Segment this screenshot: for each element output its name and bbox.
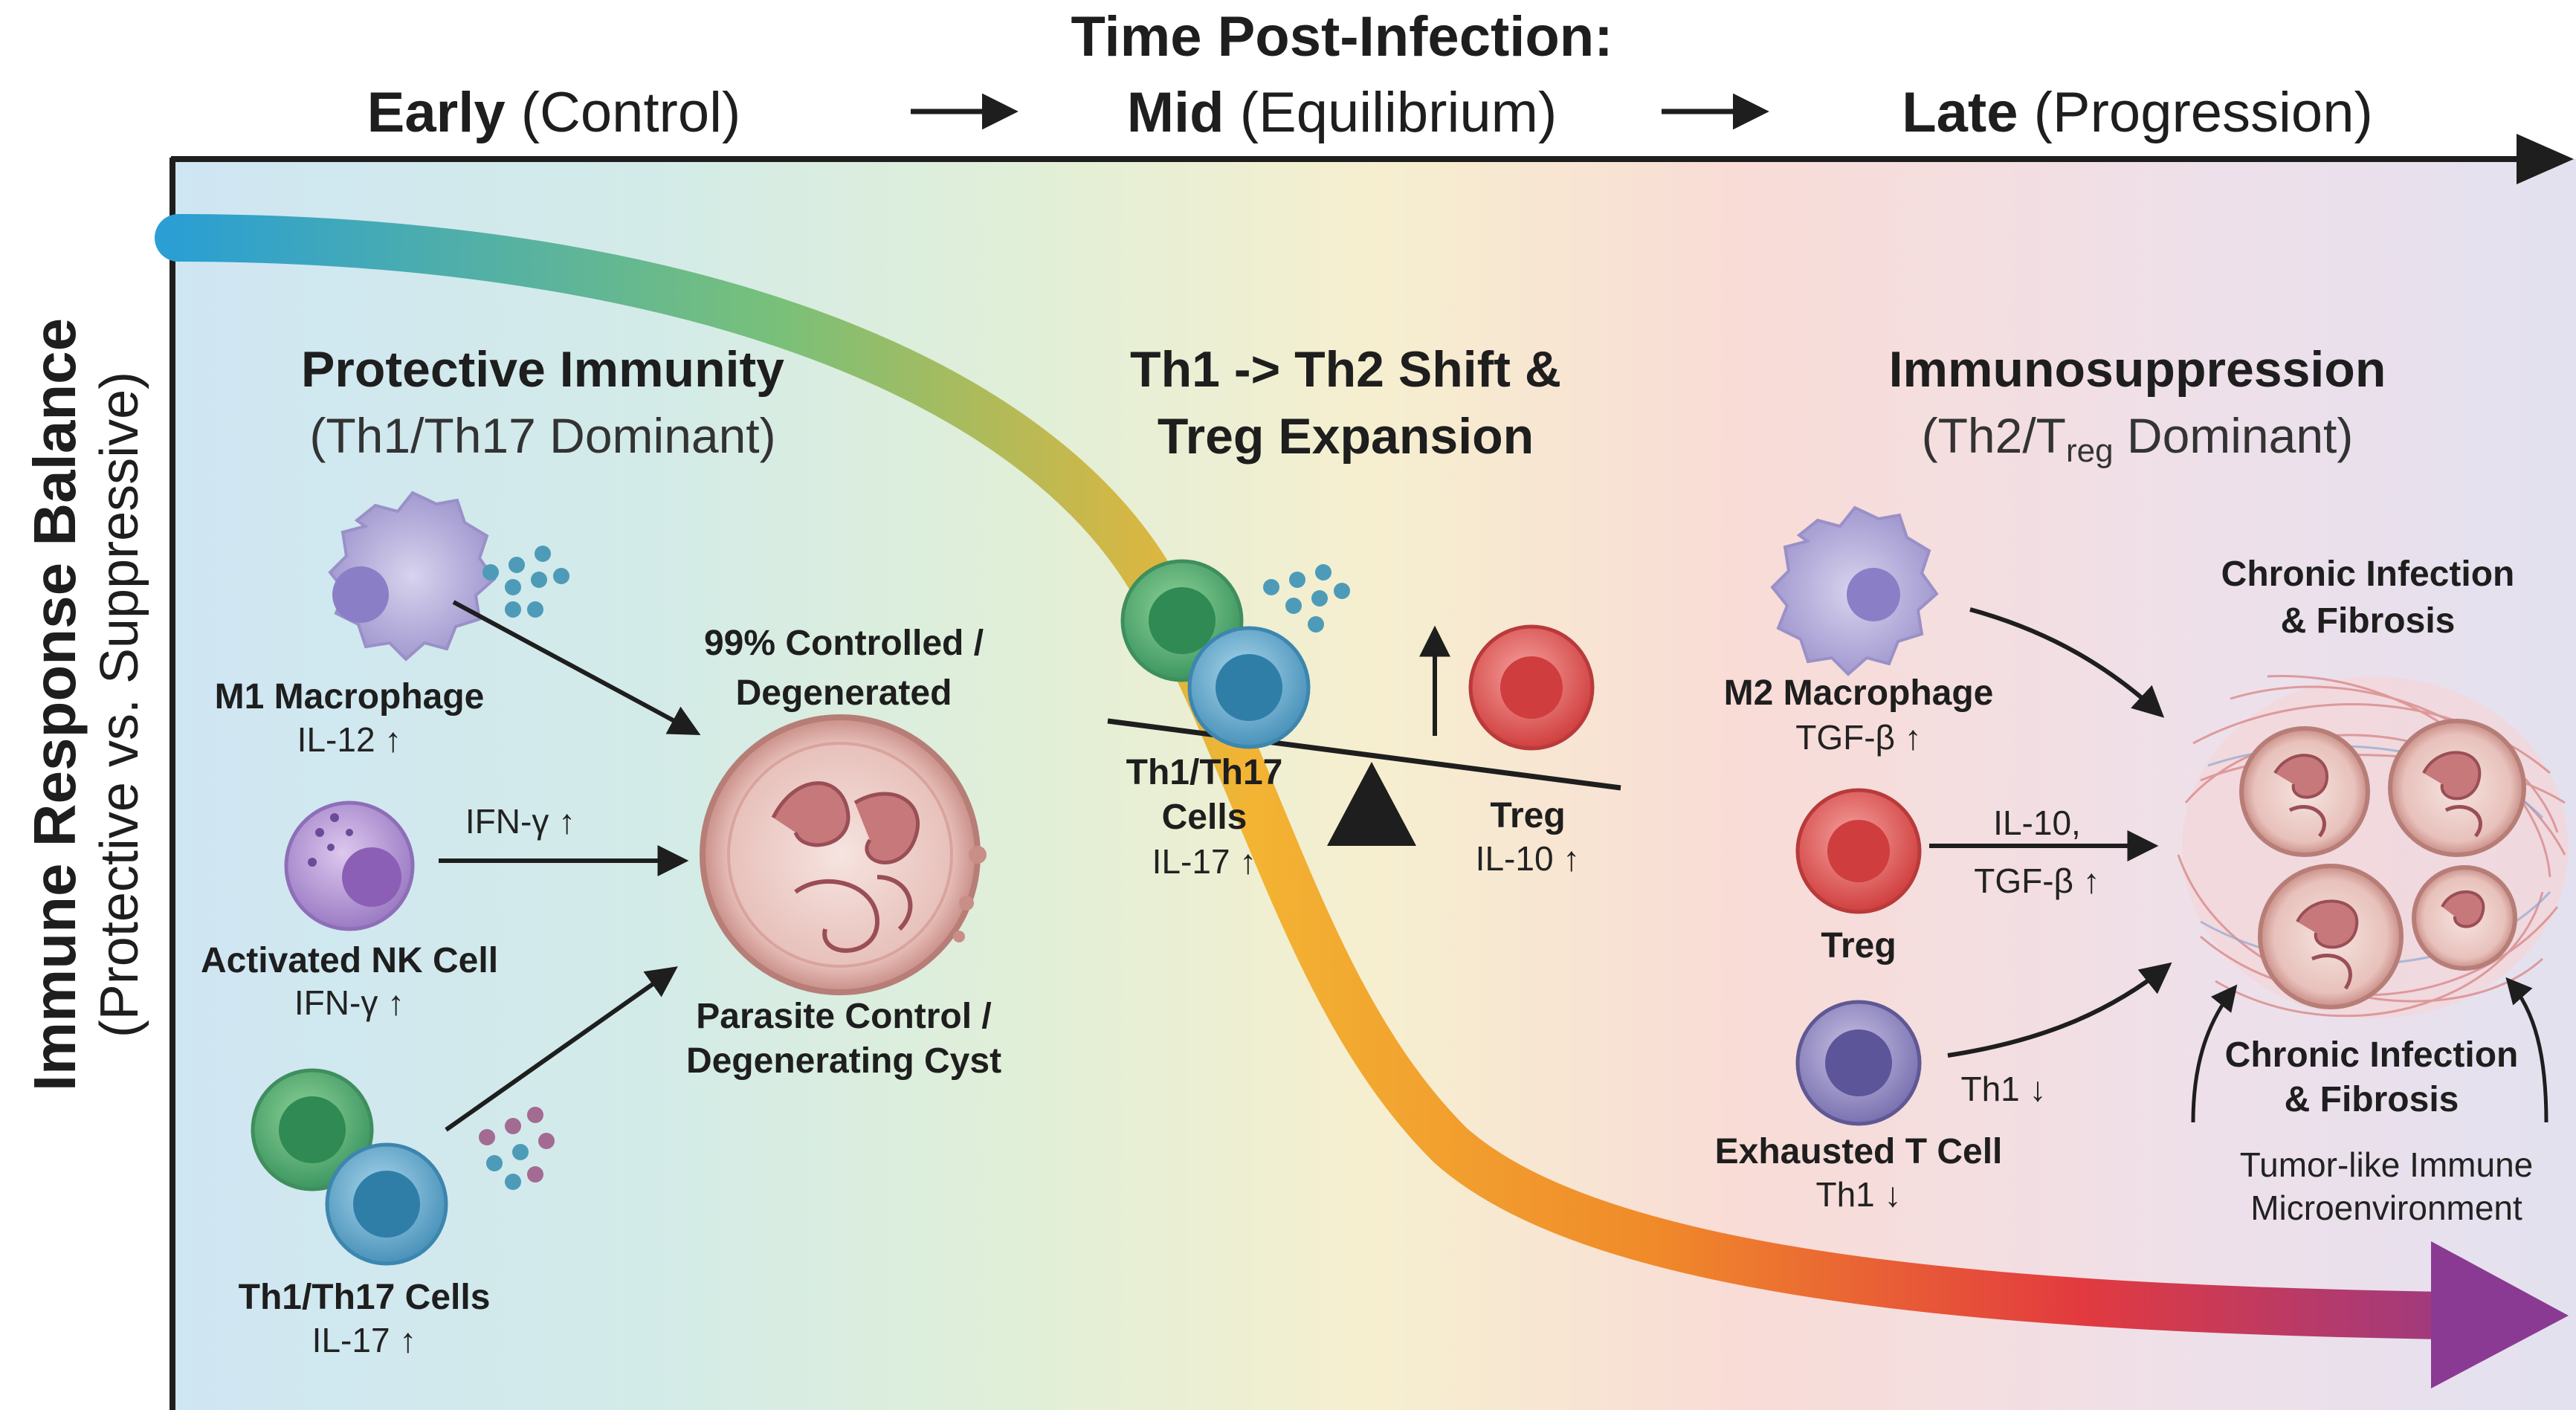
late-subtitle-sub: reg: [2065, 433, 2114, 469]
phase-label-early: Early (Control): [367, 80, 741, 145]
phase-label-mid: Mid (Equilibrium): [1127, 80, 1557, 145]
phase-mid-bold: Mid: [1126, 81, 1224, 144]
m2-macrophage-cell: [1770, 505, 1939, 676]
phase-label-late: Late (Progression): [1902, 80, 2373, 145]
phase-late-bold: Late: [1902, 81, 2018, 144]
cyst-1: [2239, 726, 2370, 857]
late-phase-title: Immunosuppression: [1888, 341, 2386, 398]
early-phase-subtitle: (Th1/Th17 Dominant): [309, 408, 776, 463]
fibrosis-cluster: [2177, 675, 2569, 1018]
nk-cell-label: Activated NK Cell: [200, 941, 499, 980]
th-mid-cytokine: IL-17 ↑: [1152, 842, 1257, 881]
arrow-m1-to-cyst: [452, 600, 701, 735]
arrow-tumor-to-fibrosis: [2505, 977, 2548, 1123]
tumor-like-2: Microenvironment: [2250, 1189, 2522, 1227]
m1-macrophage-label: M1 Macrophage: [214, 677, 485, 717]
m2-macrophage-label: M2 Macrophage: [1723, 673, 1994, 713]
treg-mid-label: Treg: [1490, 796, 1566, 835]
cyst-2: [2388, 719, 2526, 857]
m1-macrophage-cytokine: IL-12 ↑: [297, 720, 402, 759]
treg-cell-late: [1795, 788, 1922, 914]
fibrosis-mid-2: & Fibrosis: [2284, 1080, 2459, 1119]
early-phase-title: Protective Immunity: [301, 341, 784, 398]
mid-phase-title-1: Th1 -> Th2 Shift &: [1130, 341, 1561, 398]
arrow-chronic-to-fibrosis: [2191, 984, 2238, 1123]
cyst-outcome-bottom-1: Parasite Control /: [696, 997, 992, 1036]
exhausted-t-cell: [1795, 1000, 1922, 1126]
late-phase-subtitle: (Th2/Treg Dominant): [1922, 407, 2354, 470]
cyst-outcome-top-1: 99% Controlled /: [703, 624, 984, 663]
exhausted-arrow-label: Th1 ↓: [1960, 1070, 2047, 1108]
arrow-th-to-cyst: [445, 966, 678, 1132]
cyst-outcome-top-2: Degenerated: [735, 673, 952, 713]
y-axis-label: Immune Response Balance (Protective vs. …: [21, 318, 150, 1091]
balance-fulcrum: [1327, 762, 1416, 846]
phase-early-rest: (Control): [520, 81, 741, 144]
tumor-like-1: Tumor-like Immune: [2239, 1145, 2534, 1184]
cytokine-dots-2: [479, 1107, 555, 1190]
phase-mid-rest: (Equilibrium): [1239, 81, 1557, 144]
immune-balance-curve: [155, 214, 2470, 1339]
balance-beam: [1107, 718, 1621, 791]
th-early-cytokine: IL-17 ↑: [311, 1321, 417, 1359]
th-cells-early: [251, 1068, 448, 1266]
treg-cell-mid: [1468, 624, 1595, 751]
fibrosis-top-1: Chronic Infection: [2221, 554, 2515, 594]
late-subtitle-post: Dominant): [2113, 408, 2354, 463]
x-axis-arrowhead: [2517, 134, 2574, 184]
treg-late-arrow-1: IL-10,: [1993, 803, 2081, 842]
exhausted-t-cell-label: Exhausted T Cell: [1714, 1132, 2003, 1171]
time-axis-title: Time Post-Infection:: [1071, 5, 1613, 68]
mid-phase-title-2: Treg Expansion: [1157, 408, 1534, 465]
degenerating-cyst: [700, 714, 987, 995]
treg-mid-cytokine: IL-10 ↑: [1475, 839, 1581, 878]
th-mid-label-1: Th1/Th17: [1126, 753, 1283, 792]
y-axis-line1: Immune Response Balance: [22, 317, 88, 1092]
arrow-m2-to-fibrosis: [1969, 607, 2165, 718]
treg-late-arrow-2: TGF-β ↑: [1974, 861, 2100, 900]
arrow-exhausted-to-fibrosis: [1947, 962, 2172, 1058]
th-mid-label-2: Cells: [1161, 798, 1247, 837]
cyst-3: [2258, 864, 2404, 1009]
fibrosis-mid-1: Chronic Infection: [2224, 1035, 2519, 1075]
th-early-label: Th1/Th17 Cells: [238, 1278, 491, 1317]
curve-arrowhead: [2431, 1241, 2569, 1388]
nk-arrow-label: IFN-γ ↑: [465, 802, 576, 841]
cytokine-dots-3: [1263, 564, 1350, 633]
y-axis-line2: (Protective vs. Suppressive): [90, 371, 149, 1038]
cyst-4: [2412, 865, 2517, 971]
treg-late-label: Treg: [1821, 926, 1897, 966]
nk-cell: [284, 801, 415, 931]
phase-early-bold: Early: [367, 81, 506, 144]
cyst-outcome-bottom-2: Degenerating Cyst: [685, 1041, 1002, 1081]
fibrosis-top-2: & Fibrosis: [2280, 601, 2456, 641]
m1-macrophage-cell: [328, 491, 497, 662]
exhausted-t-cell-cytokine: Th1 ↓: [1815, 1175, 1902, 1214]
nk-cell-cytokine: IFN-γ ↑: [294, 983, 405, 1022]
late-subtitle-pre: (Th2/T: [1921, 408, 2066, 463]
phase-late-rest: (Progression): [2033, 81, 2373, 144]
m2-macrophage-cytokine: TGF-β ↑: [1795, 718, 1922, 757]
cytokine-dots-1: [482, 546, 569, 618]
th-cells-mid: [1120, 559, 1311, 749]
